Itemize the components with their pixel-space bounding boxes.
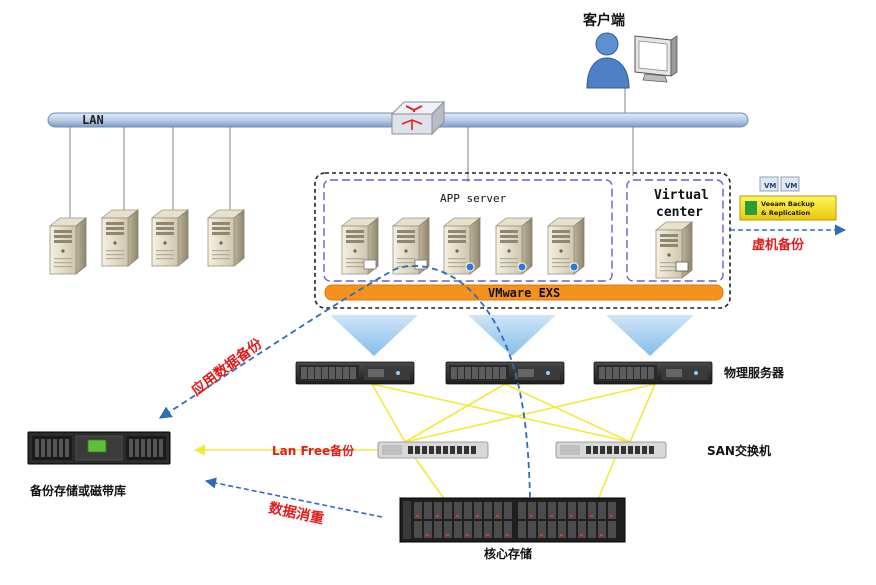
lan-drop-lines [69, 78, 634, 218]
physical-servers-label: 物理服务器 [724, 365, 785, 380]
app-badge-icons [363, 259, 579, 272]
veeam-product [739, 176, 837, 221]
mapping-funnels [330, 315, 694, 356]
vm-badge-icon [780, 176, 800, 192]
lan-label: LAN [82, 113, 104, 127]
tower-server-icon [547, 217, 585, 275]
lan-free-backup-label: Lan Free备份 [272, 443, 355, 458]
vm-backup-label: 虚机备份 [752, 237, 805, 253]
app-server-group-box [323, 179, 613, 282]
veeam-product-line2: & Replication [761, 209, 810, 217]
tower-server-icon [207, 209, 245, 267]
san-switch-icon [377, 441, 489, 459]
virtual-center-label-line1: Virtual [654, 188, 709, 203]
virtual-center-box [626, 179, 724, 282]
tower-server-icon [101, 209, 139, 267]
app-server-label: APP server [440, 192, 507, 205]
app-data-backup-label: 应用数据备份 [188, 334, 266, 399]
disk-array-icon [399, 497, 626, 543]
tower-server-icon [151, 209, 189, 267]
virtualization-cluster-box [314, 172, 731, 309]
tower-server-icon [443, 217, 481, 275]
san-switch-label: SAN交换机 [707, 443, 771, 458]
vm-badge-icon [759, 176, 779, 192]
lan-server-group [49, 209, 245, 275]
san-switch-row [377, 441, 667, 459]
vmware-label: VMware EXS [488, 286, 560, 300]
san-fabric-links [371, 383, 656, 501]
tower-server-icon [49, 217, 87, 275]
rack-server-icon [445, 361, 565, 385]
user-computer-icon [586, 32, 678, 89]
vm-badge-label: VM [785, 182, 797, 190]
veeam-product-line1: Veeam Backup [761, 200, 815, 208]
tower-server-icon [495, 217, 533, 275]
vmware-esx-bar [324, 284, 724, 301]
dedup-flow-arrow [204, 477, 383, 518]
client-label: 客户端 [582, 12, 625, 29]
console-icon [675, 261, 689, 272]
router-icon [390, 100, 446, 136]
core-storage-label: 核心存储 [484, 546, 532, 561]
vm-badge-label: VM [764, 182, 776, 190]
san-switch-icon [555, 441, 667, 459]
app-server-row [341, 217, 585, 275]
rack-server-icon [593, 361, 713, 385]
tape-library-icon [27, 431, 171, 465]
backup-storage-label: 备份存储或磁带库 [29, 483, 126, 498]
rack-server-icon [295, 361, 415, 385]
app-data-backup-flow [158, 265, 531, 499]
virtual-center-label-line2: center [656, 205, 703, 220]
physical-server-row [295, 361, 713, 385]
